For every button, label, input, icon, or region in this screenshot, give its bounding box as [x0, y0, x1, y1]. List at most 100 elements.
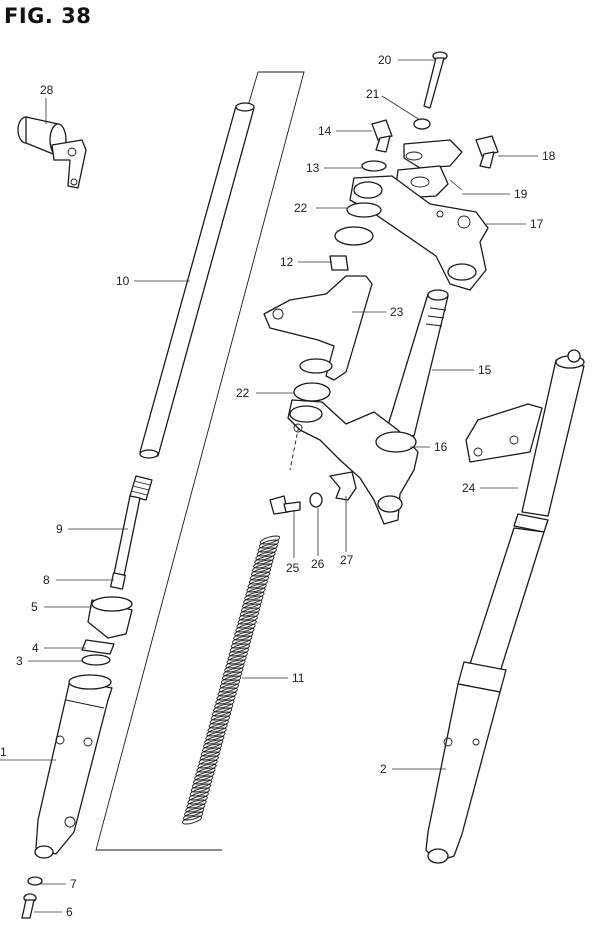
spring-coil	[207, 723, 228, 733]
callout-7: 7	[70, 877, 77, 891]
callout-23: 23	[390, 305, 404, 319]
spring-coil	[189, 787, 210, 797]
spring-coil	[209, 715, 230, 725]
spring-coil	[242, 599, 263, 609]
callout-22-upper: 22	[294, 201, 308, 215]
callout-25: 25	[286, 561, 300, 575]
spring-coil	[183, 811, 204, 821]
spring-coil	[233, 631, 254, 641]
bearing-lower-part	[293, 382, 331, 402]
callout-3: 3	[16, 654, 23, 668]
spring-coil	[237, 615, 258, 625]
spring-coil	[206, 727, 227, 737]
callout-9: 9	[56, 522, 63, 536]
ignition-lock-part	[17, 116, 87, 189]
spring-coil	[191, 779, 213, 789]
clamp-bolt-right-part	[475, 135, 499, 169]
spring-coil	[259, 535, 281, 545]
oil-lock-piece-part	[87, 596, 133, 639]
steering-stem-part	[385, 289, 449, 437]
top-bolt-part	[423, 51, 448, 109]
spring-coil	[208, 719, 229, 729]
callout-8: 8	[43, 573, 50, 587]
callout-19: 19	[514, 187, 528, 201]
spring-coil	[248, 575, 269, 585]
spring-coil	[225, 659, 246, 669]
spring-coil	[230, 639, 252, 649]
spring-coil	[236, 619, 257, 629]
spring-coil	[218, 683, 239, 693]
spring-coil	[228, 647, 249, 657]
spring-coil	[219, 679, 240, 689]
circlip-part	[81, 639, 115, 655]
callout-10: 10	[116, 274, 130, 288]
spring-coil	[196, 763, 217, 773]
spring-coil	[199, 751, 220, 761]
assembly-guide-lines	[95, 71, 305, 851]
spring-coil	[247, 579, 268, 589]
spring-coil	[245, 587, 266, 597]
callout-24: 24	[462, 481, 476, 495]
spring-coil	[193, 775, 214, 785]
spring-coil	[254, 555, 275, 565]
spring-coil	[249, 571, 271, 581]
spring-coil	[198, 755, 219, 765]
spring-coil	[220, 675, 242, 685]
spring-coil	[235, 623, 256, 633]
spring-coil	[244, 591, 265, 601]
drain-bolt-part	[21, 893, 37, 919]
spring-coil	[226, 655, 247, 665]
bolt-25-part	[269, 495, 301, 515]
spring-coil	[224, 663, 245, 673]
spring-coil	[195, 767, 216, 777]
spring-coil	[190, 783, 211, 793]
spring-coil	[241, 603, 262, 613]
callout-4: 4	[32, 641, 39, 655]
spring-coil	[194, 771, 215, 781]
callout-12: 12	[280, 255, 294, 269]
spring-coil	[223, 667, 244, 677]
callout-11: 11	[292, 671, 305, 685]
spring-coil	[227, 651, 248, 661]
spring-coil	[210, 711, 232, 721]
spring-coil	[238, 611, 259, 621]
spring-coil	[202, 743, 223, 753]
callout-1: 1	[0, 745, 7, 759]
cable-clip-part	[329, 471, 357, 501]
callout-27: 27	[340, 553, 354, 567]
oil-seal-part	[81, 654, 111, 666]
spring-coil	[204, 735, 225, 745]
damper-rod-part	[110, 475, 153, 590]
spring-coil	[188, 791, 209, 801]
callout-22-lower: 22	[236, 386, 250, 400]
callout-14: 14	[318, 124, 332, 138]
spring-coil	[216, 691, 237, 701]
spring-coil	[256, 547, 277, 557]
nut-part	[413, 118, 431, 130]
callout-20: 20	[378, 53, 392, 67]
spring-coil	[197, 759, 218, 769]
spring-coil	[200, 747, 221, 757]
spring-coil	[243, 595, 264, 605]
washer-26-part	[309, 492, 323, 508]
spring-coil	[205, 731, 226, 741]
callout-5: 5	[31, 600, 38, 614]
spring-coil	[186, 799, 207, 809]
callout-17: 17	[530, 217, 544, 231]
callout-21: 21	[366, 87, 380, 101]
spring-coil	[222, 671, 243, 681]
spring-coil	[239, 607, 260, 617]
spring-coil	[258, 539, 279, 549]
spring-coil	[187, 795, 208, 805]
callout-labels: 28 10 9 8 5 4 3 1 7 6 11 20 21 14 13 18 …	[0, 53, 556, 919]
washer-13-part	[361, 160, 387, 172]
spring-coil	[229, 643, 250, 653]
callout-6: 6	[66, 905, 73, 919]
spring-coil	[213, 703, 234, 713]
spring-coil	[257, 543, 278, 553]
spring-coil	[185, 803, 206, 813]
washer-bottom-part	[27, 876, 43, 886]
fork-spring-part	[181, 535, 281, 825]
